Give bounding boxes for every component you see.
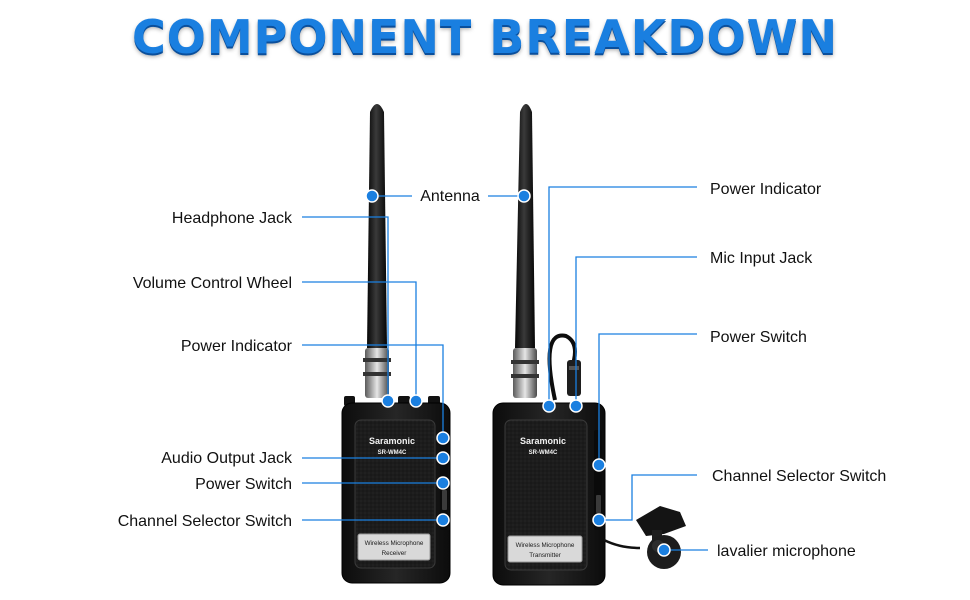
label-headphone-jack: Headphone Jack — [172, 210, 293, 227]
lavalier-clip — [636, 506, 686, 536]
transmitter-plate-line1: Wireless Microphone — [516, 542, 575, 549]
dot-audio-output — [436, 451, 450, 465]
label-tx-power-indicator: Power Indicator — [710, 181, 822, 198]
label-antenna: Antenna — [420, 188, 480, 205]
dot-volume-wheel — [409, 394, 423, 408]
dot-tx-antenna — [517, 189, 531, 203]
dot-tx-power-switch — [592, 458, 606, 472]
callout-dots — [365, 189, 671, 557]
transmitter-model: SR-WM4C — [529, 450, 558, 456]
label-tx-channel-selector: Channel Selector Switch — [712, 468, 886, 485]
dot-rx-power-indicator — [436, 431, 450, 445]
receiver-plate-line2: Receiver — [382, 550, 407, 557]
transmitter-mic-cable — [547, 333, 577, 401]
label-rx-power-switch: Power Switch — [195, 476, 292, 493]
dot-lavalier — [657, 543, 671, 557]
receiver-plate-line1: Wireless Microphone — [365, 540, 424, 547]
transmitter-mic-plug — [567, 360, 581, 396]
receiver-plate — [357, 533, 431, 561]
callout-lines — [302, 186, 708, 551]
label-lavalier-microphone: lavalier microphone — [717, 543, 856, 560]
dot-rx-channel-selector — [436, 513, 450, 527]
label-rx-channel-selector: Channel Selector Switch — [118, 513, 292, 530]
label-audio-output-jack: Audio Output Jack — [161, 450, 293, 467]
label-tx-power-switch: Power Switch — [710, 329, 807, 346]
receiver-device: Saramonic SR-WM4C Wireless Microphone Re… — [341, 104, 451, 584]
transmitter-antenna-connector — [513, 348, 537, 398]
transmitter-plate — [507, 535, 583, 563]
dot-headphone-jack — [381, 394, 395, 408]
dot-tx-power-indicator — [542, 399, 556, 413]
lavalier-microphone-assembly — [603, 506, 686, 569]
dot-mic-input — [569, 399, 583, 413]
callout-labels: Antenna Headphone Jack Volume Control Wh… — [118, 181, 887, 560]
transmitter-plate-line2: Transmitter — [529, 552, 561, 559]
transmitter-device: Saramonic SR-WM4C Wireless Microphone Tr… — [492, 104, 606, 586]
receiver-leather-panel — [354, 419, 436, 569]
transmitter-leather-panel — [504, 419, 588, 571]
page-title: COMPONENT BREAKDOWN — [132, 10, 838, 64]
dot-rx-power-switch — [436, 476, 450, 490]
dot-rx-antenna — [365, 189, 379, 203]
dot-tx-channel-selector — [592, 513, 606, 527]
label-volume-control-wheel: Volume Control Wheel — [133, 275, 292, 292]
receiver-brand: Saramonic — [369, 436, 415, 446]
receiver-model: SR-WM4C — [378, 450, 407, 456]
receiver-antenna — [367, 104, 387, 348]
label-rx-power-indicator: Power Indicator — [181, 338, 293, 355]
label-mic-input-jack: Mic Input Jack — [710, 250, 813, 267]
transmitter-brand: Saramonic — [520, 436, 566, 446]
transmitter-antenna — [515, 104, 535, 348]
